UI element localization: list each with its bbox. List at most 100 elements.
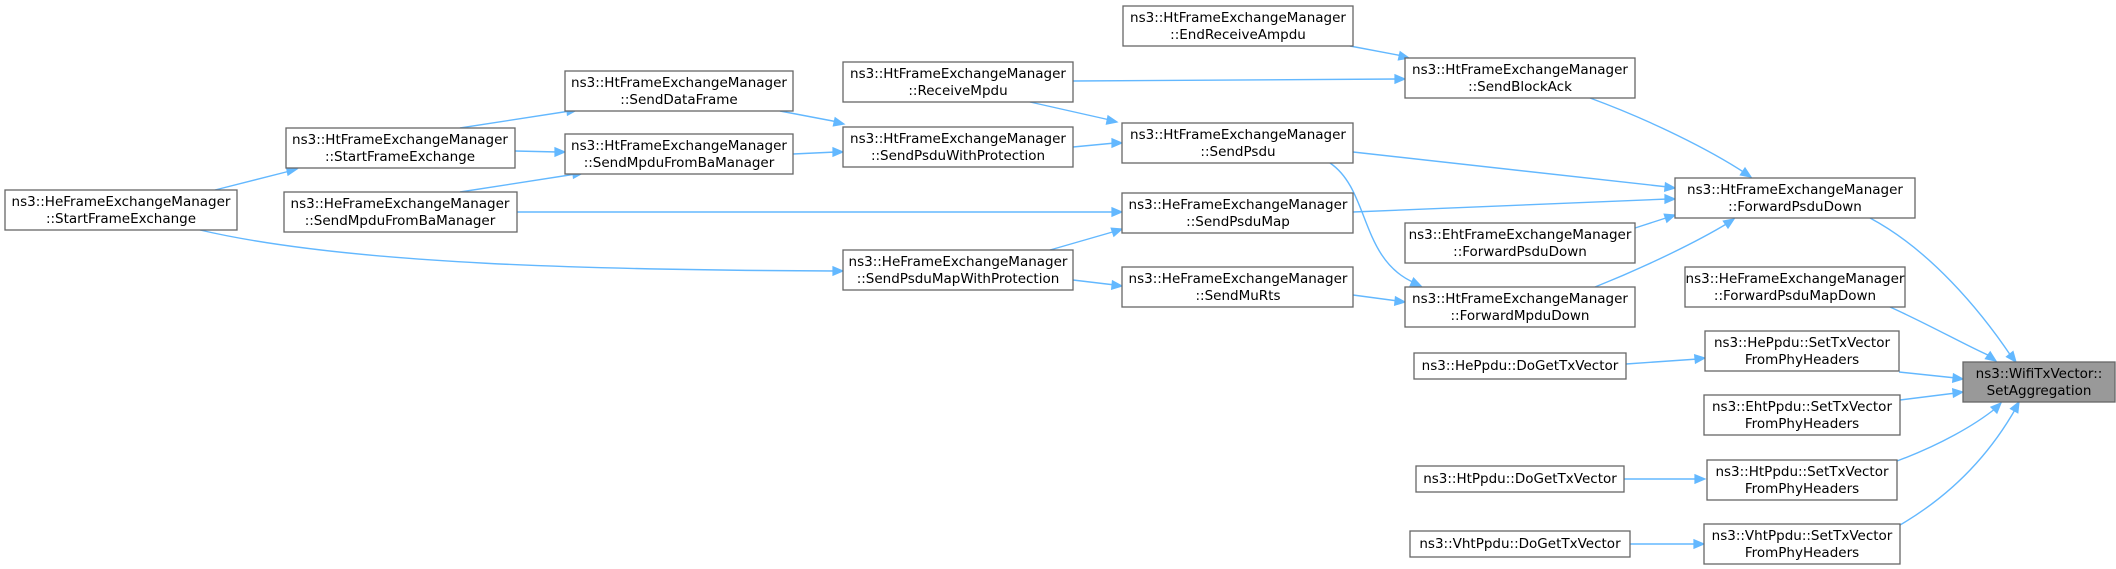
edge-hestart-to-psdumapprot-arrowhead	[832, 265, 845, 277]
node-heppdu-dogettxvector[interactable]: ns3::HePpdu::DoGetTxVector	[1413, 352, 1627, 380]
edge-sendpsdu-to-htfwdmpdu	[1329, 162, 1423, 287]
edge-hesendmpdu-to-sendmpduba-line	[459, 173, 577, 193]
edge-ht-fwdpsdu-to-focus	[1869, 217, 2017, 364]
node-vhtppdu-settxvector[interactable]: ns3::VhtPpdu::SetTxVector FromPhyHeaders	[1703, 523, 1901, 565]
node-ht-receivempdu[interactable]: ns3::HtFrameExchangeManager ::ReceiveMpd…	[842, 61, 1074, 103]
edge-ehtppdu-settx-to-focus	[1899, 387, 1965, 401]
edge-endampdu-to-sendba	[1349, 45, 1411, 61]
node-he-startframeexchange[interactable]: ns3::HeFrameExchangeManager ::StartFrame…	[4, 189, 238, 231]
edge-sendpsdu-to-htfwdpsdu	[1352, 151, 1677, 193]
edge-he-fwdpsdumap-to-focus-line	[1889, 306, 1991, 357]
edge-vhtppdu-doget-to-settx	[1630, 538, 1706, 550]
node-label-line2: ::SendDataFrame	[620, 92, 737, 108]
node-ht-senddataframe[interactable]: ns3::HtFrameExchangeManager ::SendDataFr…	[564, 70, 794, 112]
edge-recvmpdu-to-sendpsdu-arrowhead	[1105, 114, 1119, 125]
node-label-line2: ::ReceiveMpdu	[908, 83, 1007, 99]
edge-sendmpduba-to-psduprot-line	[792, 151, 837, 155]
edge-sendba-to-htfwdpsdu	[1589, 97, 1753, 178]
node-label-line1: ns3::HePpdu::SetTxVector	[1714, 335, 1891, 351]
edge-sendmurts-to-htfwdmpdu-line	[1352, 294, 1399, 302]
edge-he-fwdpsdumap-to-focus-arrowhead	[1984, 350, 1998, 362]
edge-hestart-to-htstart-line	[214, 170, 291, 191]
node-he-forwardpsdumapdown[interactable]: ns3::HeFrameExchangeManager ::ForwardPsd…	[1684, 266, 1906, 308]
edge-ehtfwd-to-htfwdpsdu-line	[1634, 216, 1670, 229]
node-label-line2: ::SendMpduFromBaManager	[584, 155, 775, 171]
node-label-line2: FromPhyHeaders	[1745, 481, 1859, 497]
node-label-line1: ns3::HeFrameExchangeManager	[12, 194, 231, 210]
edge-sendpsdu-to-htfwdmpdu-arrowhead	[1409, 277, 1423, 287]
node-ht-sendpsdu[interactable]: ns3::HtFrameExchangeManager ::SendPsdu	[1121, 122, 1354, 164]
edge-htstart-to-senddata	[459, 105, 579, 129]
edge-htppdu-settx-to-focus-line	[1896, 407, 1997, 462]
edge-htfwdmpdu-to-htfwdpsdu	[1594, 218, 1736, 288]
node-label-line2: ::SendMpduFromBaManager	[305, 213, 496, 229]
edge-psduprot-to-sendpsdu-arrowhead	[1111, 137, 1124, 149]
node-label-line1: ns3::HtFrameExchangeManager	[850, 131, 1066, 147]
edge-htstart-to-sendmpduba-line	[514, 150, 559, 153]
edge-sendmpduba-to-psduprot	[792, 146, 845, 158]
edge-ht-fwdpsdu-to-focus-line	[1869, 217, 2012, 357]
edge-endampdu-to-sendba-line	[1349, 45, 1404, 57]
edge-heppdu-doget-to-settx	[1625, 353, 1707, 365]
edge-psdumapprot-to-murts	[1072, 279, 1124, 291]
edge-psdumapprot-to-murts-line	[1072, 279, 1116, 286]
node-label-line1: ns3::HtFrameExchangeManager	[1130, 127, 1346, 143]
edge-heppdu-doget-to-settx-line	[1625, 358, 1699, 365]
node-wifitxvector-setaggregation[interactable]: ns3::WifiTxVector:: SetAggregation	[1962, 361, 2116, 403]
node-label-line1: ns3::VhtPpdu::DoGetTxVector	[1419, 536, 1621, 552]
edge-htstart-to-sendmpduba-arrowhead	[554, 146, 567, 158]
node-heppdu-settxvector[interactable]: ns3::HePpdu::SetTxVector FromPhyHeaders	[1704, 330, 1900, 372]
node-label-line2: SetAggregation	[1987, 383, 2092, 399]
edge-vhtppdu-settx-to-focus-arrowhead	[2009, 400, 2020, 414]
node-ht-sendblockack[interactable]: ns3::HtFrameExchangeManager ::SendBlockA…	[1404, 57, 1636, 99]
edge-htppdu-settx-to-focus-arrowhead	[1989, 401, 2003, 415]
node-ht-startframeexchange[interactable]: ns3::HtFrameExchangeManager ::StartFrame…	[285, 127, 516, 169]
node-label-line1: ns3::HtFrameExchangeManager	[1130, 10, 1346, 26]
node-he-sendmurts[interactable]: ns3::HeFrameExchangeManager ::SendMuRts	[1121, 266, 1354, 308]
node-ht-forwardmpdudown[interactable]: ns3::HtFrameExchangeManager ::ForwardMpd…	[1404, 286, 1636, 328]
node-label-line2: ::ForwardPsduDown	[1453, 244, 1587, 260]
node-htppdu-dogettxvector[interactable]: ns3::HtPpdu::DoGetTxVector	[1415, 465, 1625, 493]
node-label-line2: ::ForwardPsduDown	[1728, 199, 1862, 215]
node-ht-sendpsduwithprotection[interactable]: ns3::HtFrameExchangeManager ::SendPsduWi…	[842, 126, 1074, 168]
node-label-line1: ns3::EhtPpdu::SetTxVector	[1712, 399, 1892, 415]
node-eht-forwardpsdudown[interactable]: ns3::EhtFrameExchangeManager ::ForwardPs…	[1404, 222, 1636, 264]
edge-sendpsdu-to-htfwdpsdu-line	[1352, 151, 1669, 188]
node-ehtppdu-settxvector[interactable]: ns3::EhtPpdu::SetTxVector FromPhyHeaders	[1703, 394, 1901, 436]
node-label-line2: ::SendPsdu	[1200, 144, 1275, 160]
edge-sendpsdu-to-htfwdpsdu-arrowhead	[1663, 181, 1677, 193]
node-label-line1: ns3::HtFrameExchangeManager	[1687, 182, 1903, 198]
edge-ehtfwd-to-htfwdpsdu-arrowhead	[1663, 213, 1677, 224]
node-he-sendmpdufrombamanager[interactable]: ns3::HeFrameExchangeManager ::SendMpduFr…	[283, 191, 518, 233]
node-he-sendpsdumapwithprotection[interactable]: ns3::HeFrameExchangeManager ::SendPsduMa…	[842, 249, 1074, 291]
edge-recvmpdu-to-sendpsdu	[1029, 101, 1119, 125]
edge-sendpsdu-to-htfwdmpdu-line	[1329, 162, 1416, 284]
edge-hesendmpdu-to-sendpsdumap-arrowhead	[1111, 206, 1124, 218]
node-label-line2: ::SendMuRts	[1195, 288, 1280, 304]
node-label-line1: ns3::VhtPpdu::SetTxVector	[1712, 528, 1893, 544]
node-label-line1: ns3::HeFrameExchangeManager	[1129, 197, 1348, 213]
node-htppdu-settxvector[interactable]: ns3::HtPpdu::SetTxVector FromPhyHeaders	[1706, 459, 1898, 501]
edge-htppdu-doget-to-settx	[1624, 473, 1707, 485]
edge-sendba-to-htfwdpsdu-line	[1589, 97, 1746, 174]
node-label-line2: ::SendPsduWithProtection	[871, 148, 1045, 164]
node-label-line2: FromPhyHeaders	[1745, 352, 1859, 368]
node-label-line1: ns3::HtFrameExchangeManager	[1412, 291, 1628, 307]
edge-sendpsdumap-to-htfwdpsdu-line	[1352, 198, 1669, 213]
edge-psdumapprot-to-sendpsdumap	[1049, 227, 1124, 251]
node-ht-endreceiveampdu[interactable]: ns3::HtFrameExchangeManager ::EndReceive…	[1122, 5, 1354, 47]
node-label-line1: ns3::HeFrameExchangeManager	[1686, 271, 1905, 287]
edge-sendpsdumap-to-htfwdpsdu	[1352, 193, 1677, 213]
node-he-sendpsdumap[interactable]: ns3::HeFrameExchangeManager ::SendPsduMa…	[1121, 192, 1354, 234]
node-ht-forwardpsdudown[interactable]: ns3::HtFrameExchangeManager ::ForwardPsd…	[1674, 177, 1916, 219]
node-vhtppdu-dogettxvector[interactable]: ns3::VhtPpdu::DoGetTxVector	[1409, 530, 1631, 558]
node-label-line1: ns3::HtFrameExchangeManager	[571, 75, 787, 91]
node-ht-sendmpdufrombamanager[interactable]: ns3::HtFrameExchangeManager ::SendMpduFr…	[564, 133, 794, 175]
node-label-line2: ::StartFrameExchange	[46, 211, 196, 227]
edge-senddata-to-psduprot-line	[779, 110, 839, 123]
edge-ehtppdu-settx-to-focus-line	[1899, 392, 1957, 401]
edge-hesendmpdu-to-sendpsdumap	[517, 206, 1124, 218]
edge-sendmpduba-to-psduprot-arrowhead	[832, 146, 845, 158]
edge-htstart-to-senddata-line	[459, 110, 571, 129]
edge-vhtppdu-doget-to-settx-arrowhead	[1693, 538, 1706, 550]
